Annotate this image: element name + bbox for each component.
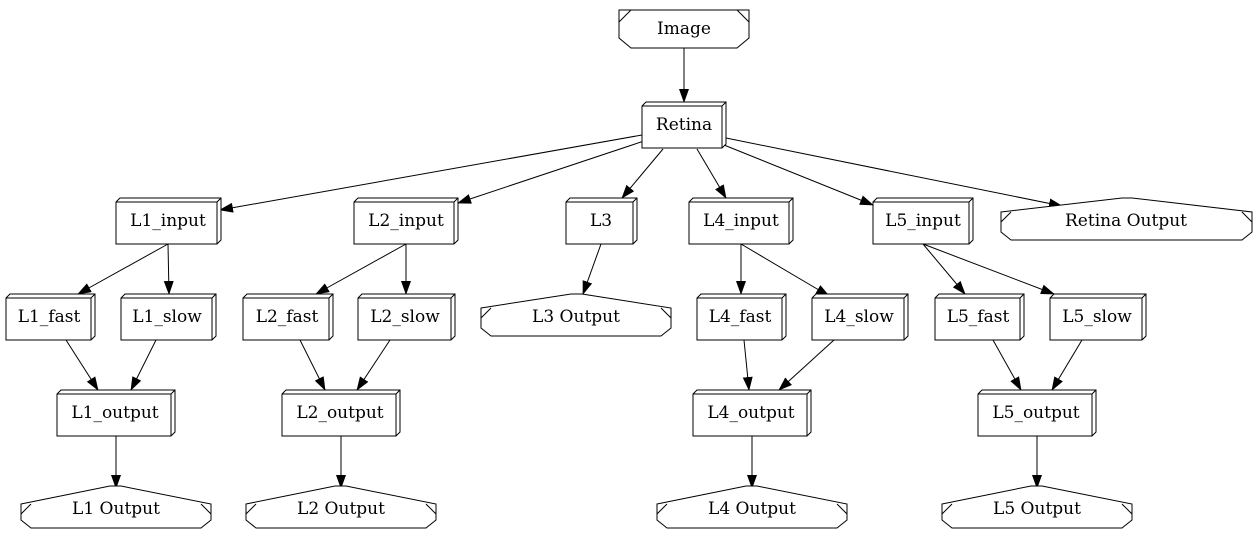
node-l2-output: L2_output (281, 389, 401, 437)
node-retina-output-label: Retina Output (1065, 211, 1187, 231)
node-l5-slow-label: L5_slow (1062, 307, 1132, 327)
node-image-label: Image (657, 19, 711, 39)
node-l2-output-port: L2 Output (245, 485, 437, 529)
node-l5-output-label: L5_output (992, 403, 1079, 423)
edge-retina-to-l5-input (723, 144, 874, 206)
node-l3: L3 (565, 197, 638, 245)
node-l4-slow: L4_slow (811, 293, 909, 341)
node-l5-output-port: L5 Output (941, 485, 1133, 529)
node-l4-output-label: L4_output (707, 403, 794, 423)
edges-layer (65, 48, 1083, 489)
node-l2-input: L2_input (353, 197, 459, 245)
edge-l4-fast-to-l4-output (742, 339, 753, 391)
node-l5-output: L5_output (977, 389, 1097, 437)
node-l1-slow: L1_slow (120, 293, 217, 341)
node-retina-label: Retina (656, 115, 712, 135)
edge-l1-slow-to-l1-output (130, 339, 157, 391)
node-image: Image (618, 9, 750, 49)
node-l5-fast: L5_fast (934, 293, 1025, 341)
node-l3-output: L3 Output (480, 293, 672, 337)
node-l2-output-label: L2_output (296, 403, 383, 423)
node-l1-slow-label: L1_slow (132, 307, 202, 327)
edge-retina-to-l2-input (457, 140, 645, 204)
edge-l3-to-l3-output (582, 243, 602, 295)
edge-retina-to-retina-output (725, 137, 1063, 209)
node-l4-fast: L4_fast (696, 293, 787, 341)
node-retina: Retina (641, 101, 727, 149)
edge-l2-slow-to-l2-output (356, 339, 391, 391)
edge-l2-input-to-l2-fast (315, 243, 407, 295)
edge-l1-input-to-l1-fast (77, 243, 169, 295)
edge-l4-input-to-l4-slow (740, 243, 830, 297)
node-l5-output-port-label: L5 Output (993, 499, 1081, 519)
edge-l5-input-to-l5-slow (922, 243, 1055, 295)
node-l5-input-label: L5_input (885, 211, 961, 231)
node-l2-slow-label: L2_slow (370, 307, 440, 327)
node-l1-fast: L1_fast (5, 293, 96, 341)
edge-l2-fast-to-l2-output (299, 339, 326, 391)
node-l1-output-label: L1_output (71, 403, 158, 423)
node-l2-input-label: L2_input (368, 211, 444, 231)
node-l2-slow: L2_slow (357, 293, 456, 341)
node-l4-slow-label: L4_slow (824, 307, 894, 327)
node-l5-fast-label: L5_fast (947, 307, 1010, 327)
node-l3-label: L3 (590, 211, 612, 231)
node-l2-fast: L2_fast (242, 293, 334, 341)
node-l1-output-port-label: L1 Output (72, 499, 160, 519)
node-l4-input-label: L4_input (703, 211, 779, 231)
node-l5-input: L5_input (872, 197, 974, 245)
node-l4-output-port: L4 Output (656, 485, 848, 529)
node-l1-fast-label: L1_fast (18, 307, 81, 327)
node-l2-output-port-label: L2 Output (297, 499, 385, 519)
edge-l1-fast-to-l1-output (65, 339, 99, 391)
edge-retina-to-l3 (621, 148, 664, 199)
node-l1-output: L1_output (56, 389, 176, 437)
node-l4-fast-label: L4_fast (709, 307, 772, 327)
node-retina-output: Retina Output (1000, 197, 1253, 241)
edge-l5-input-to-l5-fast (922, 243, 966, 295)
edge-retina-to-l4-input (696, 148, 727, 199)
edge-l5-slow-to-l5-output (1051, 339, 1083, 391)
node-l1-input: L1_input (115, 197, 222, 245)
node-l4-output: L4_output (692, 389, 812, 437)
node-l1-output-port: L1 Output (20, 485, 212, 529)
edge-l4-slow-to-l4-output (778, 339, 835, 391)
node-l4-output-port-label: L4 Output (708, 499, 796, 519)
node-l3-output-label: L3 Output (532, 307, 620, 327)
edge-retina-to-l1-input (219, 134, 643, 213)
node-l4-input: L4_input (688, 197, 794, 245)
edge-l1-input-to-l1-slow (163, 243, 174, 295)
node-l2-fast-label: L2_fast (256, 307, 319, 327)
edge-l5-fast-to-l5-output (992, 339, 1022, 391)
node-l1-input-label: L1_input (130, 211, 206, 231)
node-l5-slow: L5_slow (1049, 293, 1147, 341)
